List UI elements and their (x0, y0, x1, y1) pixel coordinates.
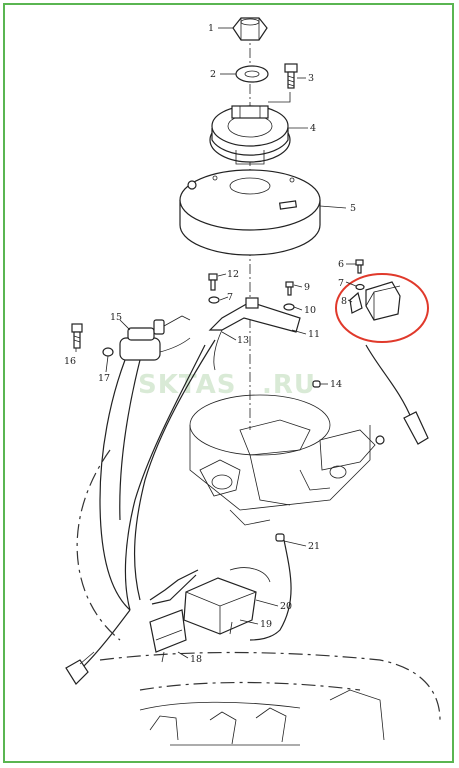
stop-switch-part[interactable] (119, 315, 191, 361)
callout-14: 14 (330, 379, 342, 390)
cdi-bracket-part[interactable] (149, 609, 187, 663)
starter-cup-part[interactable] (209, 105, 291, 165)
grommet-21-part[interactable] (275, 533, 285, 542)
callout-1: 1 (208, 23, 214, 34)
ignition-coil-part[interactable] (349, 259, 401, 321)
leader-lines (75, 27, 357, 659)
spark-plug-cap[interactable] (403, 411, 429, 445)
wire-2 (124, 344, 206, 611)
engine-block (189, 394, 385, 526)
cdi-wires (149, 569, 199, 601)
lower-case (139, 689, 385, 746)
wire-5 (249, 539, 292, 641)
pin-14-part[interactable] (312, 380, 321, 388)
callout-7: 7 (338, 278, 344, 289)
flywheel-part[interactable] (179, 169, 321, 256)
callout-9: 9 (304, 282, 310, 293)
screw-12-part[interactable] (208, 273, 218, 291)
callout-12: 12 (227, 269, 239, 280)
wire-6 (81, 609, 131, 669)
cdi-wires-2 (151, 574, 197, 605)
callout-8: 8 (341, 296, 347, 307)
cowling-dash-left (76, 449, 121, 641)
cowling-dash-inner (139, 681, 361, 691)
wire-3 (99, 359, 131, 611)
callout-19: 19 (260, 619, 272, 630)
nut-part[interactable] (232, 17, 268, 41)
callout-3: 3 (308, 73, 314, 84)
callout-10: 10 (304, 305, 316, 316)
spark-lead (365, 344, 413, 421)
charge-coil-part[interactable] (208, 297, 301, 371)
highlight-circle (335, 273, 429, 343)
callout-4: 4 (310, 123, 316, 134)
callout-20: 20 (280, 601, 292, 612)
washer-7-part[interactable] (208, 296, 220, 304)
thermo-switch-part[interactable] (65, 651, 95, 685)
cdi-unit-part[interactable] (183, 567, 271, 635)
watermark: SKTAS (138, 370, 236, 400)
callout-6: 6 (338, 259, 344, 270)
callout-7-lower: 7 (227, 292, 233, 303)
screw-9-part[interactable] (285, 281, 294, 296)
cowling-dash-lower (99, 651, 441, 721)
callout-13: 13 (237, 335, 249, 346)
callout-5: 5 (350, 203, 356, 214)
callout-15: 15 (110, 312, 122, 323)
washer-part[interactable] (235, 65, 269, 83)
wire-1 (133, 339, 216, 601)
callout-16: 16 (64, 356, 76, 367)
screw-16-part[interactable] (71, 323, 83, 349)
callout-21: 21 (308, 541, 320, 552)
callout-17: 17 (98, 373, 110, 384)
bolt-part[interactable] (268, 63, 298, 103)
callout-11: 11 (308, 329, 320, 340)
callout-labels: 1 2 3 4 5 6 7 8 9 10 11 12 13 14 15 16 1… (64, 23, 356, 665)
callout-2: 2 (210, 69, 216, 80)
washer-17-part[interactable] (102, 347, 114, 357)
callout-18: 18 (190, 654, 202, 665)
washer-10-part[interactable] (283, 303, 295, 311)
wire-4 (119, 359, 141, 521)
